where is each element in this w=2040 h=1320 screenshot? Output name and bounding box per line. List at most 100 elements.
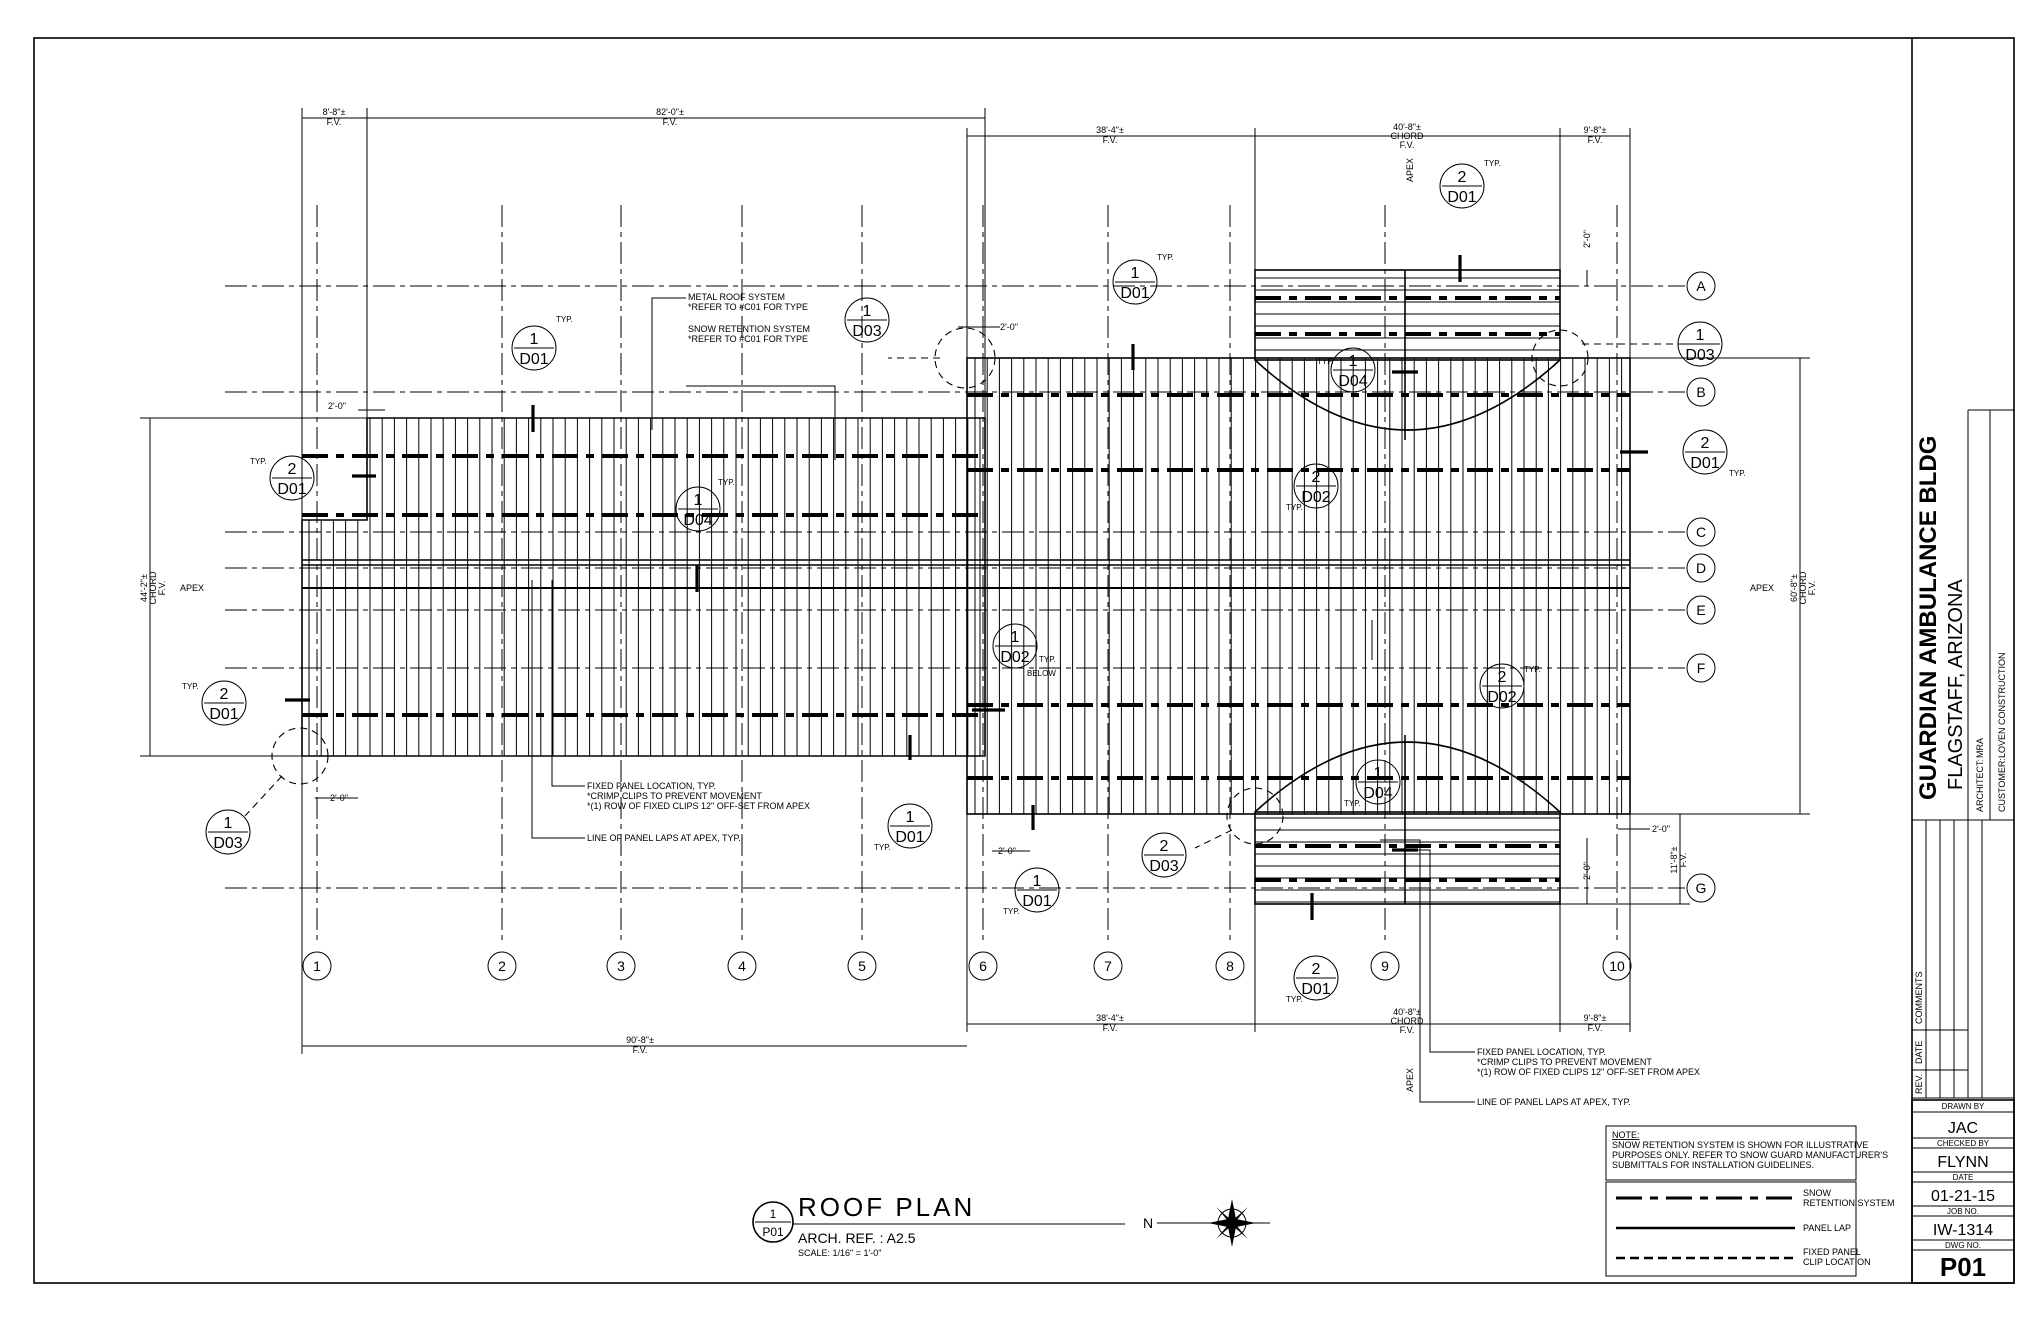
detail-sheet: D03 bbox=[1685, 347, 1714, 364]
drawing-scale: SCALE: 1/16" = 1'-0" bbox=[798, 1248, 881, 1258]
detail-number: 1 bbox=[1374, 765, 1383, 782]
grid-row-label: G bbox=[1696, 880, 1707, 896]
note-fixed-panel-right: FIXED PANEL LOCATION, TYP.*CRIMP CLIPS T… bbox=[1477, 1047, 1700, 1077]
detail-sheet: D03 bbox=[1149, 858, 1178, 875]
north-arrow-icon bbox=[1208, 1199, 1256, 1247]
panel-lap-lines bbox=[285, 255, 1648, 920]
detail-sheet: D02 bbox=[1000, 649, 1029, 666]
detail-number: 2 bbox=[1458, 169, 1467, 186]
detail-number: 1 bbox=[1131, 265, 1140, 282]
grid-bubble-col-2: 2 bbox=[487, 951, 517, 981]
grid-bubble-col-7: 7 bbox=[1093, 951, 1123, 981]
note-line-3: SUBMITTALS FOR INSTALLATION GUIDELINES. bbox=[1612, 1160, 1814, 1170]
detail-sheet: D04 bbox=[683, 512, 712, 529]
apex-label-bottom: APEX bbox=[1405, 1068, 1415, 1092]
grid-col-label: 4 bbox=[738, 958, 746, 974]
detail-sheet: D01 bbox=[209, 706, 238, 723]
dim-2-0-a: 2'-0" bbox=[1000, 322, 1018, 332]
detail-number: 1 bbox=[1011, 629, 1020, 646]
typ-label: TYP. bbox=[874, 843, 891, 852]
typ-label: TYP. bbox=[1286, 995, 1303, 1004]
customer-value: LOVEN CONSTRUCTION bbox=[1997, 652, 2007, 758]
detail-sheet: D02 bbox=[1301, 489, 1330, 506]
gable-arcs bbox=[1254, 359, 1561, 813]
typ-label: TYP. bbox=[1344, 799, 1361, 808]
dwg-no-value: P01 bbox=[1940, 1252, 1986, 1282]
grid-bubble-row-C: C bbox=[1686, 517, 1716, 547]
dim-2-0-e: 2'-0" bbox=[1652, 824, 1670, 834]
grid-col-label: 8 bbox=[1226, 958, 1234, 974]
grid-bubble-col-4: 4 bbox=[727, 951, 757, 981]
comments-label: COMMENTS bbox=[1914, 972, 1924, 1025]
typ-label: TYP. bbox=[1729, 469, 1746, 478]
dim-2-0-d: 2'-0" bbox=[998, 846, 1016, 856]
typ-label: TYP. bbox=[556, 315, 573, 324]
apex-label-left: APEX bbox=[180, 583, 204, 593]
apex-label-top: APEX bbox=[1405, 158, 1415, 182]
detail-sheet: D01 bbox=[1301, 981, 1330, 998]
grid-bubble-row-G: G bbox=[1686, 873, 1716, 903]
legend-snow-1: SNOW bbox=[1803, 1188, 1832, 1198]
detail-number: 1 bbox=[694, 492, 703, 509]
typ-label: TYP. bbox=[250, 457, 267, 466]
dimension-lines bbox=[140, 108, 1810, 1054]
detail-sheet: D02 bbox=[1487, 689, 1516, 706]
dim-60-8: 60'-8"±CHORDF.V. bbox=[1789, 571, 1817, 604]
grid-row-label: C bbox=[1696, 524, 1706, 540]
detail-number: 1 bbox=[224, 815, 233, 832]
grid-bubble-row-E: E bbox=[1686, 595, 1716, 625]
detail-sheet: D01 bbox=[1690, 455, 1719, 472]
grid-col-label: 5 bbox=[858, 958, 866, 974]
illustrative-note: NOTE: SNOW RETENTION SYSTEM IS SHOWN FOR… bbox=[1605, 1125, 1888, 1181]
drawn-by-label: DRAWN BY bbox=[1942, 1102, 1985, 1111]
grid-bubble-row-B: B bbox=[1686, 377, 1716, 407]
detail-number: 1 bbox=[1033, 873, 1042, 890]
note-fixed-panel-left: FIXED PANEL LOCATION, TYP.*CRIMP CLIPS T… bbox=[587, 781, 810, 811]
grid-bubble-col-8: 8 bbox=[1215, 951, 1245, 981]
roof-panels bbox=[308, 277, 1623, 903]
project-name: GUARDIAN AMBULANCE BLDG bbox=[1915, 436, 1942, 800]
detail-number: 2 bbox=[220, 686, 229, 703]
note-snow-retention: SNOW RETENTION SYSTEM*REFER TO #C01 FOR … bbox=[688, 324, 810, 344]
detail-sheet: D01 bbox=[895, 829, 924, 846]
detail-number: 2 bbox=[1312, 469, 1321, 486]
detail-number: 1 bbox=[1696, 327, 1705, 344]
dim-bot-9-8: 9'-8"±F.V. bbox=[1584, 1013, 1607, 1033]
note-panel-laps-right: LINE OF PANEL LAPS AT APEX, TYP. bbox=[1477, 1097, 1631, 1107]
north-label: N bbox=[1143, 1215, 1153, 1231]
dwg-no-label: DWG NO. bbox=[1945, 1241, 1981, 1250]
rev-date-label: DATE bbox=[1914, 1041, 1924, 1064]
detail-region-circles bbox=[244, 327, 1688, 849]
detail-sheet: D04 bbox=[1363, 785, 1392, 802]
date-label: DATE bbox=[1953, 1173, 1974, 1182]
legend-fixed-2: CLIP LOCATION bbox=[1803, 1257, 1871, 1267]
legend-snow-2: RETENTION SYSTEM bbox=[1803, 1198, 1895, 1208]
grid-col-label: 10 bbox=[1609, 958, 1625, 974]
title-detail-num: 1 bbox=[770, 1207, 777, 1221]
detail-sheet: D01 bbox=[277, 481, 306, 498]
detail-number: 2 bbox=[288, 461, 297, 478]
architect-value: MRA bbox=[1975, 738, 1985, 758]
grid-row-label: E bbox=[1696, 602, 1705, 618]
dim-2-0-g: 2'-0" bbox=[1582, 862, 1592, 880]
customer-label: CUSTOMER: bbox=[1997, 758, 2007, 812]
grid-col-label: 3 bbox=[617, 958, 625, 974]
apex-label-right: APEX bbox=[1750, 583, 1774, 593]
detail-number: 2 bbox=[1701, 435, 1710, 452]
note-line-2: PURPOSES ONLY. REFER TO SNOW GUARD MANUF… bbox=[1612, 1150, 1888, 1160]
detail-sheet: D01 bbox=[519, 351, 548, 368]
typ-label: TYP. bbox=[1157, 253, 1174, 262]
date-value: 01-21-15 bbox=[1931, 1188, 1995, 1205]
legend-lap: PANEL LAP bbox=[1803, 1223, 1851, 1233]
